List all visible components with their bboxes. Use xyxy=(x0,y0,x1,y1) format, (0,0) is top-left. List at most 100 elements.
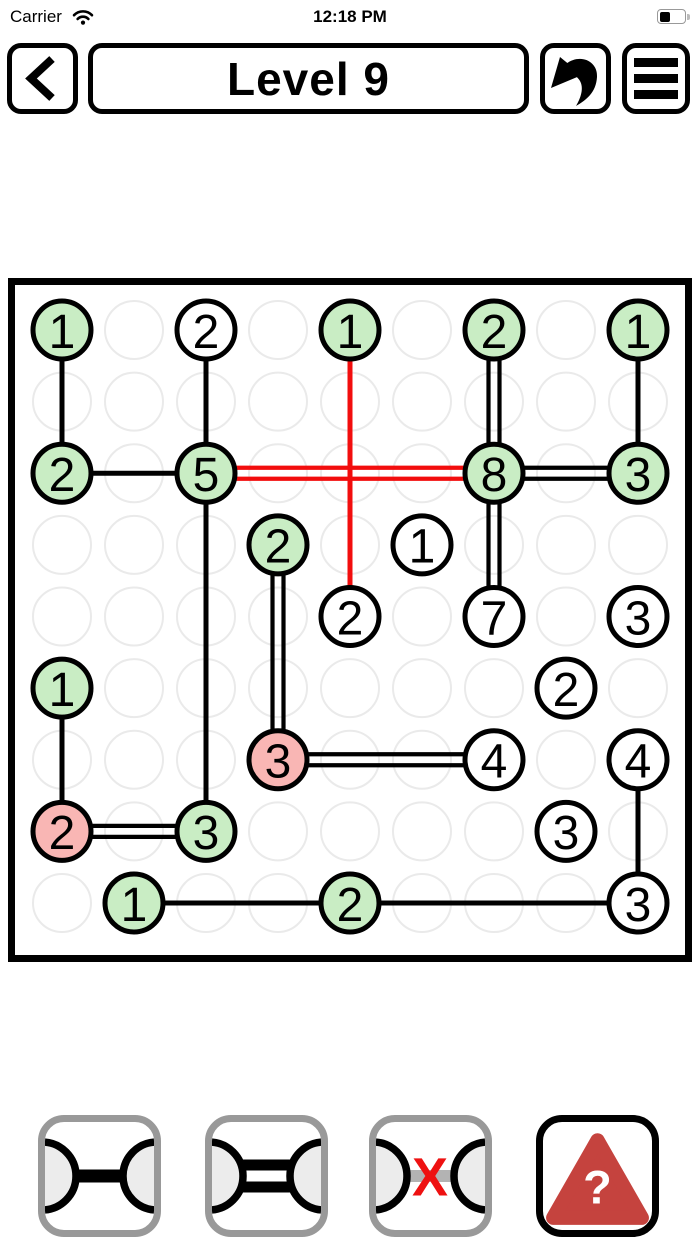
node-value: 2 xyxy=(193,306,220,359)
undo-button[interactable] xyxy=(540,43,611,114)
empty-cell xyxy=(32,873,92,933)
empty-cell xyxy=(320,658,380,719)
single-bridge-button[interactable] xyxy=(38,1115,161,1237)
node-value: 3 xyxy=(553,807,580,860)
empty-cell xyxy=(608,658,668,719)
node-value: 1 xyxy=(49,306,76,359)
node-value: 8 xyxy=(481,449,508,502)
empty-cell xyxy=(536,514,596,575)
warning-triangle-icon: ? xyxy=(546,1133,649,1225)
puzzle-node[interactable] xyxy=(30,656,94,720)
menu-button[interactable] xyxy=(622,43,690,114)
help-question-glyph: ? xyxy=(583,1162,612,1214)
puzzle-node[interactable] xyxy=(246,728,310,792)
puzzle-node[interactable] xyxy=(390,513,454,577)
double-bridge-button[interactable] xyxy=(205,1115,328,1237)
single-bridge-icon xyxy=(45,1138,154,1214)
puzzle-node[interactable] xyxy=(30,441,94,505)
empty-cell xyxy=(392,658,452,719)
empty-cell xyxy=(392,443,452,504)
puzzle-node[interactable] xyxy=(534,799,598,863)
empty-cell xyxy=(392,371,452,432)
puzzle-node[interactable] xyxy=(246,513,310,577)
puzzle-node[interactable] xyxy=(606,871,670,935)
wifi-icon xyxy=(72,9,94,30)
puzzle-node[interactable] xyxy=(606,728,670,792)
node-value: 1 xyxy=(625,306,652,359)
empty-cell xyxy=(104,658,164,719)
empty-cell xyxy=(104,300,164,360)
carrier-label: Carrier xyxy=(10,7,62,26)
puzzle-node[interactable] xyxy=(606,585,670,648)
puzzle-node[interactable] xyxy=(318,585,382,648)
empty-cell xyxy=(392,300,452,360)
node-value: 2 xyxy=(481,306,508,359)
block-bridge-button[interactable]: X xyxy=(369,1115,492,1237)
empty-cell xyxy=(248,801,308,862)
node-value: 2 xyxy=(553,664,580,717)
hamburger-icon xyxy=(634,58,678,99)
empty-cell xyxy=(248,443,308,504)
puzzle-node[interactable] xyxy=(318,871,382,935)
empty-cell xyxy=(392,729,452,790)
puzzle-node[interactable] xyxy=(318,298,382,362)
node-value: 1 xyxy=(337,306,364,359)
puzzle-node[interactable] xyxy=(606,298,670,362)
node-value: 3 xyxy=(625,449,652,502)
puzzle-node[interactable] xyxy=(174,799,238,863)
puzzle-node[interactable] xyxy=(462,441,526,505)
node-value: 2 xyxy=(337,879,364,932)
empty-cell xyxy=(464,514,524,575)
empty-cell xyxy=(320,729,380,790)
clock: 12:18 PM xyxy=(313,7,387,26)
page-title: Level 9 xyxy=(227,52,390,105)
puzzle-node[interactable] xyxy=(174,441,238,505)
puzzle-node[interactable] xyxy=(462,298,526,362)
empty-cell xyxy=(608,514,668,575)
help-button[interactable]: ? xyxy=(536,1115,659,1237)
empty-cell xyxy=(104,729,164,790)
empty-cell xyxy=(536,729,596,790)
block-bridge-icon: X xyxy=(376,1138,485,1214)
puzzle-node[interactable] xyxy=(30,799,94,863)
puzzle-node[interactable] xyxy=(534,656,598,720)
chevron-left-icon xyxy=(25,56,55,101)
empty-cell xyxy=(104,586,164,647)
node-value: 3 xyxy=(625,592,652,645)
node-value: 2 xyxy=(49,807,76,860)
empty-cell xyxy=(536,586,596,647)
node-value: 7 xyxy=(481,592,508,645)
empty-cell xyxy=(32,514,92,575)
empty-cell xyxy=(104,801,164,862)
back-button[interactable] xyxy=(7,43,78,114)
puzzle-node[interactable] xyxy=(30,298,94,362)
node-value: 1 xyxy=(121,879,148,932)
empty-cell xyxy=(104,371,164,432)
empty-cell xyxy=(248,586,308,647)
node-value: 2 xyxy=(49,449,76,502)
battery-icon xyxy=(657,9,690,24)
node-value: 1 xyxy=(49,664,76,717)
node-value: 4 xyxy=(481,736,508,789)
undo-arrow-icon xyxy=(551,57,598,106)
double-bridge-icon xyxy=(212,1138,321,1214)
empty-cell xyxy=(320,801,380,862)
node-value: 5 xyxy=(193,449,220,502)
node-value: 2 xyxy=(337,592,364,645)
node-value: 3 xyxy=(625,879,652,932)
puzzle-node[interactable] xyxy=(102,871,166,935)
puzzle-node[interactable] xyxy=(462,585,526,648)
empty-cell xyxy=(392,586,452,647)
puzzle-node[interactable] xyxy=(174,298,238,362)
puzzle-node[interactable] xyxy=(606,441,670,505)
puzzle-node[interactable] xyxy=(462,728,526,792)
level-title-plaque: Level 9 xyxy=(88,43,529,114)
empty-cell xyxy=(104,514,164,575)
node-value: 1 xyxy=(409,521,436,574)
empty-cell xyxy=(32,586,92,647)
empty-cell xyxy=(392,801,452,862)
empty-cell xyxy=(248,658,308,719)
empty-cell xyxy=(536,371,596,432)
empty-cell xyxy=(464,371,524,432)
